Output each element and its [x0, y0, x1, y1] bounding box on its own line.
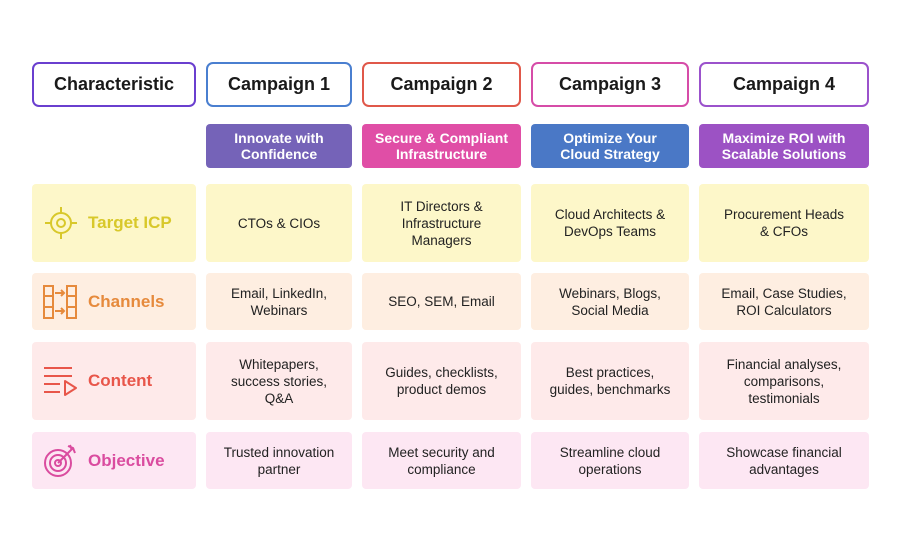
cell-content-campaign-2: Guides, checklists, product demos	[362, 342, 521, 420]
row-label-content: Content	[32, 342, 196, 420]
header-campaign-2: Campaign 2	[362, 62, 521, 107]
header-characteristic: Characteristic	[32, 62, 196, 107]
cell-icp-campaign-2: IT Directors & Infrastructure Managers	[362, 184, 521, 262]
header-campaign-4: Campaign 4	[699, 62, 869, 107]
theme-campaign-4: Maximize ROI with Scalable Solutions	[699, 124, 869, 168]
row-label-text: Content	[88, 371, 153, 390]
theme-campaign-3: Optimize Your Cloud Strategy	[531, 124, 689, 168]
channels-icon	[43, 284, 77, 319]
theme-campaign-1: Innovate with Confidence	[206, 124, 352, 168]
row-label-text: Target ICP	[88, 213, 172, 232]
cell-channels-campaign-1: Email, LinkedIn, Webinars	[206, 273, 352, 330]
header-campaign-1: Campaign 1	[206, 62, 352, 107]
row-label-channels: Channels	[32, 273, 196, 330]
cell-icp-campaign-4: Procurement Heads & CFOs	[699, 184, 869, 262]
cell-channels-campaign-4: Email, Case Studies, ROI Calculators	[699, 273, 869, 330]
theme-campaign-2: Secure & Compliant Infrastructure	[362, 124, 521, 168]
header-campaign-3: Campaign 3	[531, 62, 689, 107]
content-icon	[44, 367, 77, 396]
cell-content-campaign-3: Best practices, guides, benchmarks	[531, 342, 689, 420]
row-label-text: Channels	[88, 291, 165, 311]
objective-icon	[44, 444, 76, 477]
cell-icp-campaign-3: Cloud Architects & DevOps Teams	[531, 184, 689, 262]
row-label-target-icp: Target ICP	[32, 184, 196, 262]
cell-objective-campaign-3: Streamline cloud operations	[531, 432, 689, 489]
cell-channels-campaign-2: SEO, SEM, Email	[362, 273, 521, 330]
cell-channels-campaign-3: Webinars, Blogs, Social Media	[531, 273, 689, 330]
cell-objective-campaign-1: Trusted innovation partner	[206, 432, 352, 489]
cell-icp-campaign-1: CTOs & CIOs	[206, 184, 352, 262]
row-label-text: Objective	[88, 450, 165, 470]
target-icon	[45, 207, 77, 239]
cell-content-campaign-4: Financial analyses, comparisons, testimo…	[699, 342, 869, 420]
cell-content-campaign-1: Whitepapers, success stories, Q&A	[206, 342, 352, 420]
row-label-objective: Objective	[32, 432, 196, 489]
cell-objective-campaign-2: Meet security and compliance	[362, 432, 521, 489]
cell-objective-campaign-4: Showcase financial advantages	[699, 432, 869, 489]
